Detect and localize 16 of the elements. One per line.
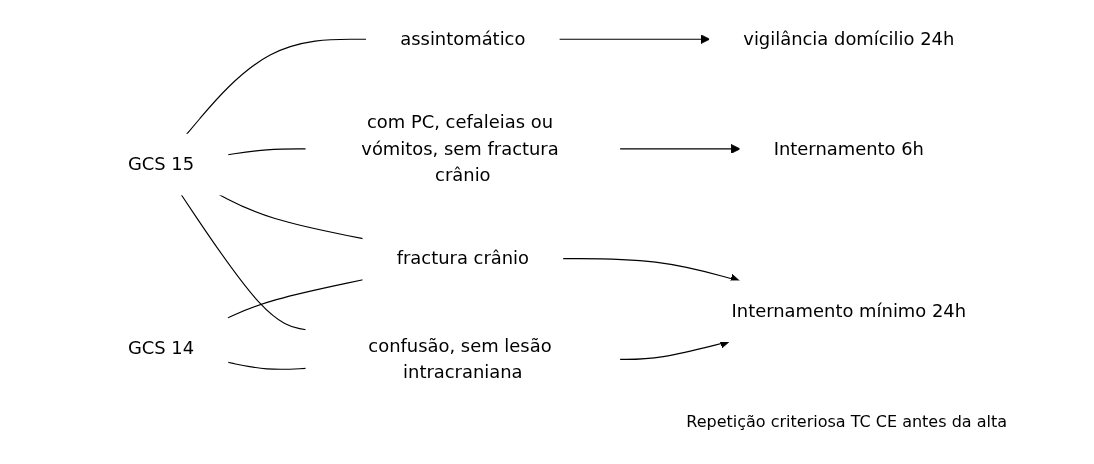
node-text: fractura crânio xyxy=(396,247,530,269)
node-text: assintomático xyxy=(400,27,526,50)
connector xyxy=(180,194,307,331)
node-text: GCS 14 xyxy=(127,336,195,359)
node-text: Internamento mínimo 24h xyxy=(731,300,967,322)
arrow xyxy=(619,144,741,154)
connector xyxy=(218,194,364,240)
connector xyxy=(227,148,307,156)
node-text: com PC, cefaleias ou vómitos, sem fractura crânio xyxy=(361,110,559,186)
node-text: Internamento 6h xyxy=(773,137,924,159)
connector xyxy=(226,279,364,319)
connector xyxy=(227,361,307,370)
note-text: Repetição criteriosa TC CE antes da alta xyxy=(686,412,1007,433)
node-text: vigilância domícilio 24h xyxy=(743,27,955,50)
node-text: GCS 15 xyxy=(127,153,195,175)
node-text: confusão, sem lesão intracraniana xyxy=(368,334,552,383)
